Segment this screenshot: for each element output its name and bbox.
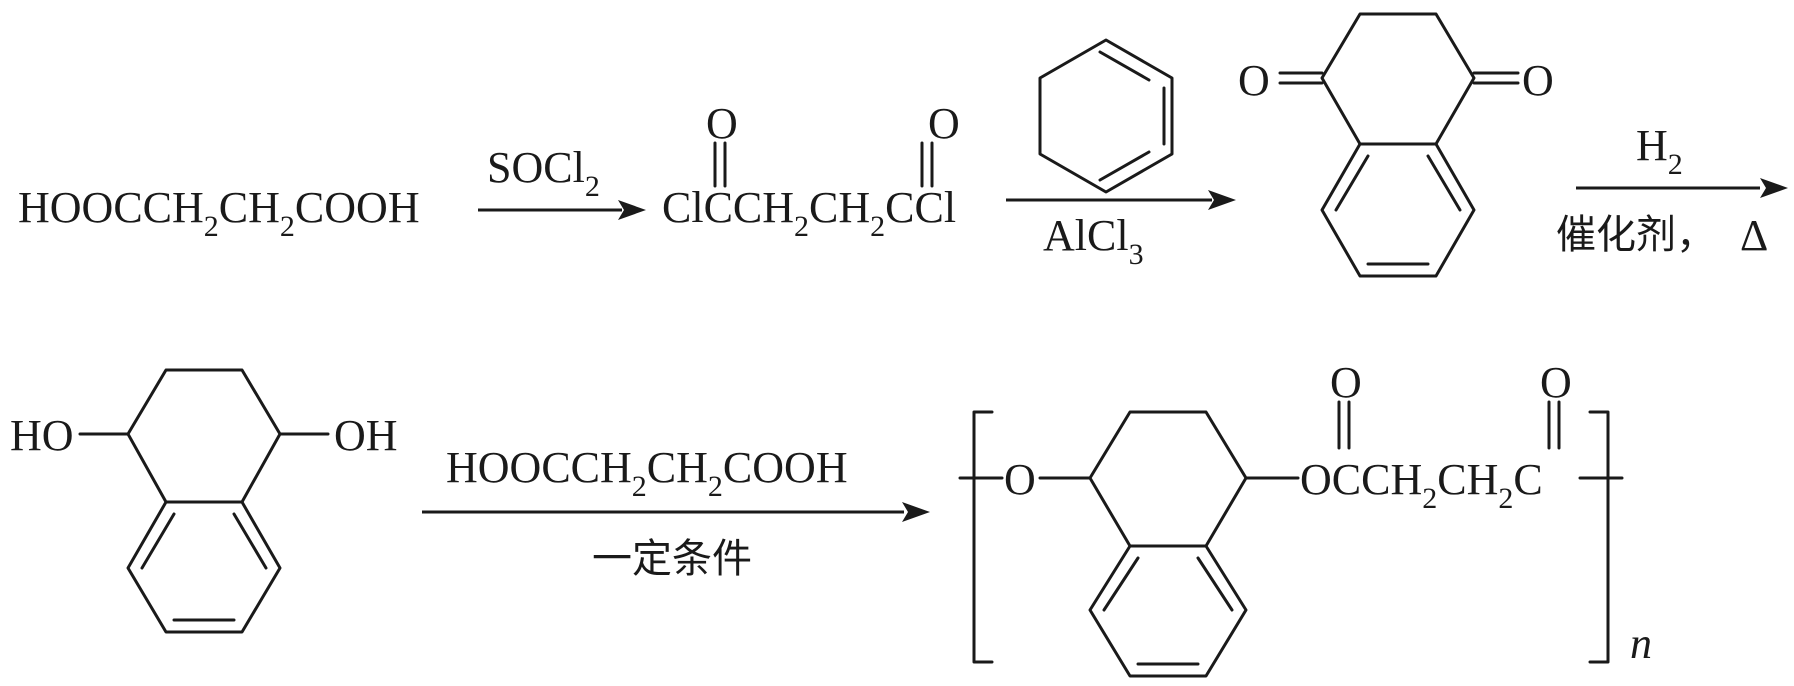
ketone-oxygen-right: O bbox=[1522, 56, 1554, 105]
reagent-socl2: SOCl2 bbox=[487, 143, 600, 203]
ether-oxygen: O bbox=[1004, 455, 1036, 504]
carbonyl-oxygen-1: O bbox=[706, 99, 738, 148]
reagent-succinic-acid: HOOCCH2CH2COOH bbox=[446, 443, 848, 503]
ketone-oxygen-left: O bbox=[1238, 56, 1270, 105]
reaction-arrow-4 bbox=[422, 502, 930, 522]
reaction-arrow-1 bbox=[478, 200, 646, 220]
catalyst-conditions: 催化剂， bbox=[1556, 212, 1716, 258]
succinic-acid-formula: HOOCCH2CH2COOH bbox=[18, 183, 420, 243]
reaction-arrow-3 bbox=[1576, 178, 1788, 198]
certain-conditions: 一定条件 bbox=[592, 536, 752, 582]
succinyl-chloride-formula: ClCCH2CH2CCl bbox=[662, 183, 956, 243]
polymer-carbonyl-oxygen-1: O bbox=[1330, 358, 1362, 407]
benzene-reagent bbox=[1038, 38, 1174, 194]
polymer-brackets bbox=[958, 410, 1624, 664]
reagent-h2: H2 bbox=[1636, 121, 1683, 181]
hydroxyl-right: OH bbox=[334, 411, 398, 460]
reaction-arrow-2 bbox=[1006, 190, 1236, 210]
carbonyl-oxygen-2: O bbox=[928, 99, 960, 148]
polymer-carbonyl-oxygen-2: O bbox=[1540, 358, 1572, 407]
polymer-tetralin-ring bbox=[1038, 410, 1300, 678]
heat-symbol: Δ bbox=[1740, 211, 1768, 260]
naphthalenedione-structure bbox=[1278, 12, 1520, 278]
repeat-unit-n: n bbox=[1630, 619, 1652, 668]
reagent-alcl3: AlCl3 bbox=[1043, 211, 1144, 271]
hydroxyl-left: HO bbox=[10, 411, 74, 460]
polymer-ester-chain: OCCH2CH2C bbox=[1300, 455, 1543, 515]
tetralin-diol-structure bbox=[78, 368, 330, 634]
